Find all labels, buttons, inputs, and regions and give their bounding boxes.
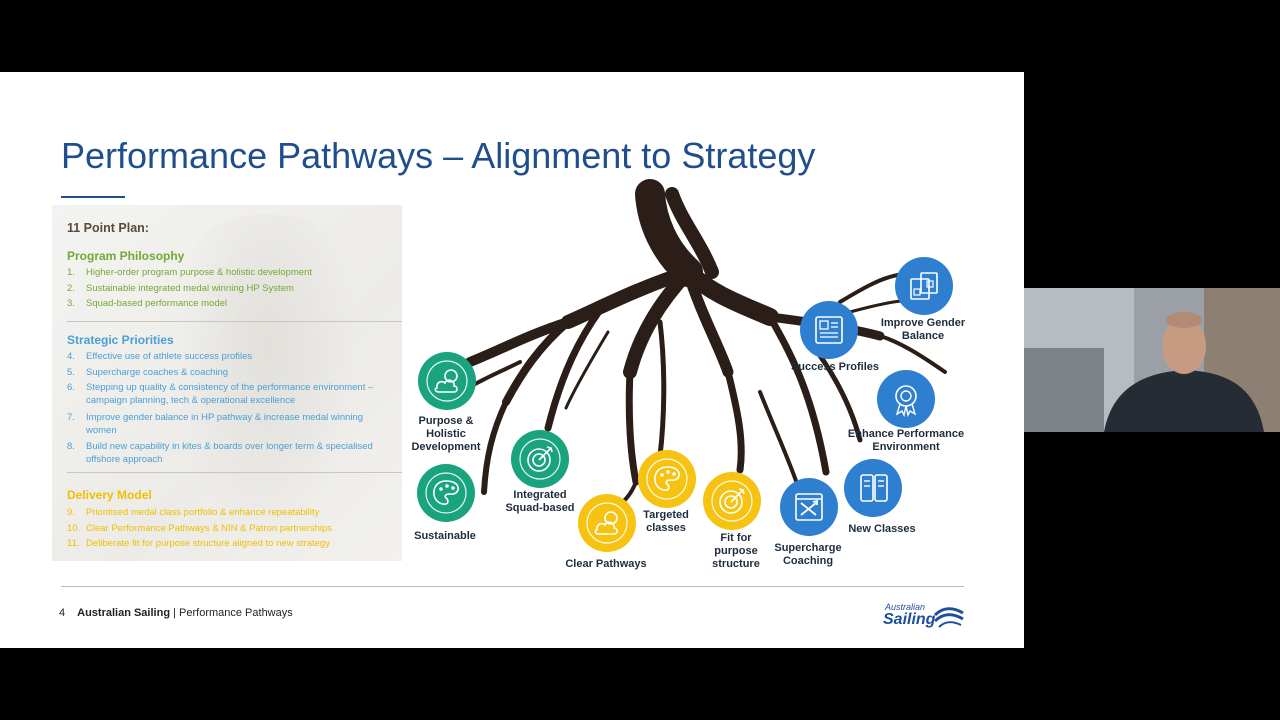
slide-title: Performance Pathways – Alignment to Stra… — [61, 135, 816, 176]
label-line: Environment — [872, 441, 940, 453]
plan-item: 1.Higher-order program purpose & holisti… — [67, 267, 313, 278]
strategy-node — [703, 472, 761, 530]
australian-sailing-logo: Australian Sailing — [883, 602, 967, 632]
plan-item: 3.Squad-based performance model — [67, 298, 228, 309]
tree-roots-illustration — [465, 179, 947, 510]
label-line: Clear Pathways — [565, 558, 647, 570]
target-icon — [711, 480, 753, 522]
plan-item: 5.Supercharge coaches & coaching — [67, 367, 229, 378]
strategy-node — [417, 464, 475, 522]
plan-item: 6.Stepping up quality & consistency of t… — [67, 382, 374, 406]
strategy-node — [895, 257, 953, 315]
sun-cloud-icon — [586, 502, 628, 544]
strategy-node-label: Success Profiles — [791, 361, 879, 374]
plan-item: 4.Effective use of athlete success profi… — [67, 351, 253, 362]
footer-brand: Australian Sailing — [77, 607, 171, 619]
label-line: New Classes — [848, 523, 916, 535]
page-number: 4 — [59, 607, 66, 619]
strategy-node — [578, 494, 636, 552]
strategy-node — [418, 352, 476, 410]
plan-item: 9.Prioritised medal class portfolio & en… — [67, 507, 320, 518]
label-line: Squad-based — [505, 502, 575, 514]
plan-item: 10.Clear Performance Pathways & NIN & Pa… — [67, 523, 333, 534]
label-line: Success Profiles — [790, 361, 880, 373]
palette-icon — [425, 472, 467, 514]
tools-icon — [795, 493, 823, 521]
footer-section: Performance Pathways — [179, 607, 293, 619]
section-title-philosophy: Program Philosophy — [67, 249, 185, 263]
presenter-webcam-video — [1024, 288, 1280, 432]
plan-item: 8.Build new capability in kites & boards… — [67, 441, 373, 465]
label-line: Development — [411, 441, 481, 453]
label-line: classes — [646, 522, 686, 534]
profile-icon — [815, 316, 843, 344]
strategy-node-label: New Classes — [848, 523, 915, 536]
plan-heading: 11 Point Plan: — [67, 221, 149, 235]
label-line: Balance — [901, 330, 945, 342]
sun-cloud-icon — [426, 360, 468, 402]
strategy-node — [877, 370, 935, 428]
slide: Performance Pathways – Alignment to Stra… — [0, 72, 1024, 648]
devices-icon — [860, 474, 888, 502]
label-line: structure — [712, 558, 760, 570]
strategy-node-label: Clear Pathways — [565, 558, 646, 571]
target-icon — [519, 438, 561, 480]
strategy-node — [511, 430, 569, 488]
label-line: Purpose & — [418, 415, 474, 427]
plan-item: 11.Deliberate fit for purpose structure … — [67, 538, 330, 549]
label-line: Improve Gender — [880, 317, 966, 329]
presenter-video-frame — [1024, 288, 1280, 432]
title-underline — [61, 196, 125, 198]
strategy-node — [638, 450, 696, 508]
sail-waves-icon — [933, 607, 964, 628]
palette-icon — [646, 458, 688, 500]
section-title-delivery: Delivery Model — [67, 488, 152, 502]
strategy-node — [780, 478, 838, 536]
background-photo — [177, 215, 357, 545]
label-line: Fit for — [720, 532, 752, 544]
label-line: Sustainable — [414, 530, 476, 542]
strategy-node — [800, 301, 858, 359]
gender-docs-icon — [910, 272, 938, 300]
slide-footer: 4 Australian Sailing | Performance Pathwa… — [59, 607, 293, 619]
strategy-node — [844, 459, 902, 517]
label-line: purpose — [714, 545, 758, 557]
eleven-point-plan-panel: 11 Point Plan: Program Philosophy 1.High… — [52, 205, 402, 561]
section-title-strategic: Strategic Priorities — [67, 333, 174, 347]
label-line: Targeted — [643, 509, 689, 521]
label-line: Supercharge — [774, 542, 842, 554]
plan-item: 7.Improve gender balance in HP pathway &… — [67, 412, 364, 436]
footer-separator: | — [170, 607, 180, 619]
label-line: Integrated — [513, 489, 567, 501]
plan-item: 2.Sustainable integrated medal winning H… — [67, 283, 294, 294]
label-line: Coaching — [782, 555, 834, 567]
strategy-node-label: Sustainable — [414, 530, 476, 543]
label-line: Enhance Performance — [847, 428, 965, 440]
section-divider — [67, 321, 402, 322]
footer-divider — [61, 586, 964, 587]
section-divider — [67, 472, 402, 473]
award-icon — [895, 385, 917, 418]
label-line: Holistic — [426, 428, 466, 440]
